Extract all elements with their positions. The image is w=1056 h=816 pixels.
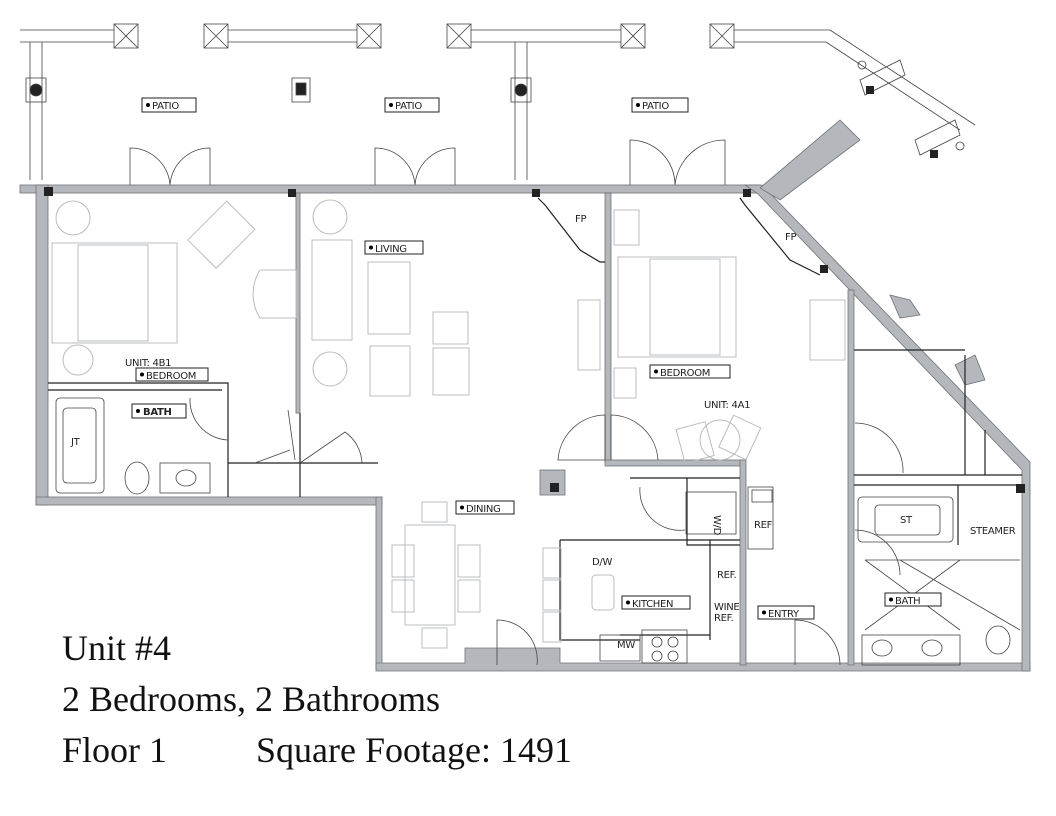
steam-tub-label: ST [900, 515, 913, 526]
square-footage: Square Footage: 1491 [256, 730, 572, 770]
patio-doors [129, 139, 726, 186]
dining-label: DINING [455, 500, 515, 515]
kitchen-label: KITCHEN [621, 595, 691, 610]
room-count: 2 Bedrooms, 2 Bathrooms [62, 679, 440, 719]
svg-text:PATIO: PATIO [642, 101, 669, 112]
bedroom-4b1-label: BEDROOM [135, 367, 209, 382]
interior-lines [48, 197, 1022, 641]
microwave-label: MW [617, 640, 635, 651]
unit-title: Unit #4 [62, 628, 171, 668]
fireplace-label-2: FP [785, 232, 796, 243]
living-label: LIVING [364, 240, 424, 255]
jetted-tub-label: JT [70, 437, 81, 448]
unit-4b1-label: UNIT: 4B1 [125, 358, 171, 369]
washer-dryer-label: W/D [711, 515, 722, 536]
dishwasher-label: D/W [592, 557, 612, 568]
svg-text:LIVING: LIVING [375, 244, 407, 255]
wine-ref-label-line2: REF. [714, 613, 734, 624]
interior-doors [189, 397, 904, 666]
walls [19, 119, 1031, 672]
svg-text:PATIO: PATIO [395, 101, 422, 112]
svg-text:BATH: BATH [143, 407, 172, 418]
svg-text:DINING: DINING [466, 504, 501, 515]
svg-text:BEDROOM: BEDROOM [660, 368, 710, 379]
bath-4a1-label: BATH [884, 592, 942, 607]
svg-text:KITCHEN: KITCHEN [632, 599, 673, 610]
patio-label-1: PATIO [141, 97, 197, 113]
fixtures [55, 397, 1021, 666]
svg-text:BEDROOM: BEDROOM [146, 371, 196, 382]
fridge-label: REF. [717, 570, 737, 581]
svg-text:ENTRY: ENTRY [768, 609, 800, 620]
patio-structures [20, 23, 976, 180]
wine-ref-label-line1: WINE [714, 602, 739, 613]
fireplace-label-1: FP [575, 214, 586, 225]
patio-label-2: PATIO [384, 97, 440, 113]
patio-label-3: PATIO [631, 97, 689, 113]
floor-number: Floor 1 [62, 730, 167, 770]
bedroom-4a1-label: BEDROOM [649, 364, 731, 379]
furniture [51, 199, 846, 649]
unit-4a1-label: UNIT: 4A1 [704, 400, 750, 411]
svg-text:PATIO: PATIO [152, 101, 179, 112]
entry-label: ENTRY [757, 605, 815, 620]
svg-text:BATH: BATH [895, 596, 920, 607]
entry-ref-label: REF [754, 520, 773, 531]
steamer-label: STEAMER [970, 526, 1016, 537]
bath-4b1-label: BATH [131, 403, 187, 419]
